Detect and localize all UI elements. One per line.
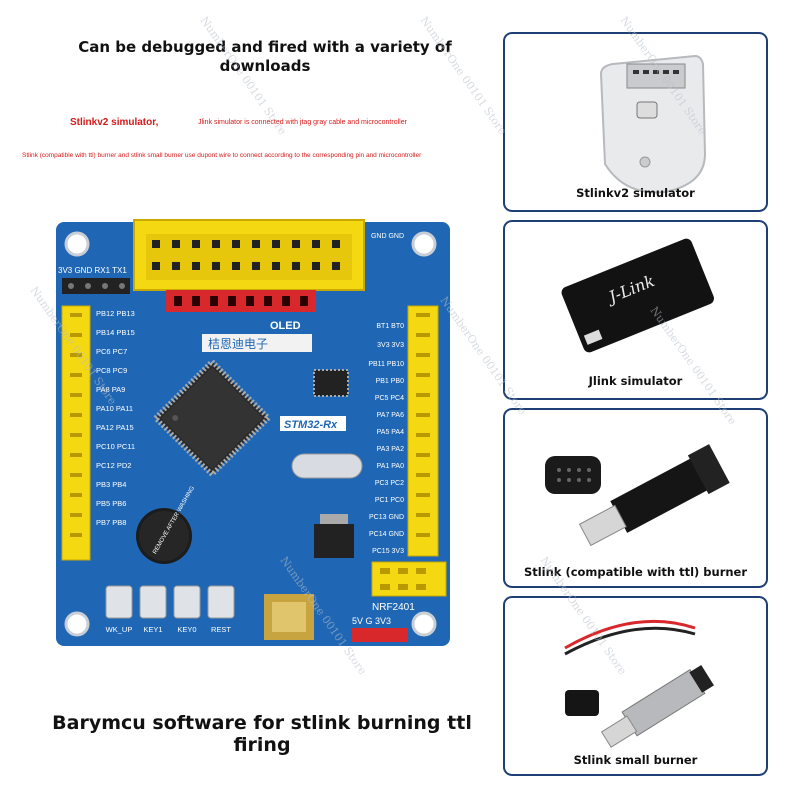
right-pin-label: PC14 GND <box>369 531 404 538</box>
watermark-text: NumberOne 00101 Store <box>28 284 119 407</box>
chinese-label: 桔恩迪电子 <box>208 337 268 351</box>
left-pin-label: PC6 PC7 <box>96 347 127 356</box>
left-pin-label: PB14 PB15 <box>96 328 135 337</box>
chip-label: STM32-Rx <box>284 419 338 431</box>
right-pin-label: PC15 3V3 <box>372 548 404 555</box>
right-pin-label: PC5 PC4 <box>375 395 404 402</box>
right-pin-label: PA1 PA0 <box>377 463 404 470</box>
right-pin-label: BT1 BT0 <box>376 323 404 330</box>
button-label-reset: REST <box>211 625 231 634</box>
watermark-text: NumberOne 00101 Store <box>278 554 369 677</box>
card-stlinkv2: Stlinkv2 simulator <box>503 32 768 212</box>
card-label-stlink-ttl: Stlink (compatible with ttl) burner <box>523 565 748 579</box>
watermark-text: NumberOne 00101 Store <box>418 14 509 137</box>
right-pin-label: 3V3 3V3 <box>377 342 404 349</box>
left-pin-label: PC10 PC11 <box>96 442 135 451</box>
watermark-text: NumberOne 00101 Store <box>198 14 289 137</box>
right-pin-label: PC13 GND <box>369 514 404 521</box>
jlink-image: J-Link <box>561 238 714 353</box>
stlink-small-image <box>564 619 714 748</box>
card-label-stlinkv2: Stlinkv2 simulator <box>576 186 695 200</box>
stlinkv2-image <box>599 54 707 194</box>
button-label-key1: KEY1 <box>143 625 162 634</box>
card-label-jlink: Jlink simulator <box>588 374 683 388</box>
button-label-key0: KEY0 <box>177 625 196 634</box>
card-jlink: J-Link Jlink simulator <box>503 220 768 400</box>
left-pin-label: PA10 PA11 <box>96 404 133 413</box>
stlink-ttl-image <box>545 444 730 547</box>
right-pin-label: PA7 PA6 <box>377 412 404 419</box>
right-pin-label: PB1 PB0 <box>376 378 405 385</box>
left-pin-label: PB12 PB13 <box>96 309 135 318</box>
power-pin-label: 5V G 3V3 <box>352 616 391 626</box>
card-stlink-ttl: Stlink (compatible with ttl) burner <box>503 408 768 588</box>
right-pin-label: PB11 PB10 <box>368 361 404 368</box>
bottom-caption: Barymcu software for stlink burning ttl … <box>52 712 472 756</box>
card-stlink-small: Stlink small burner <box>503 596 768 776</box>
stlinkv2-note: Stlinkv2 simulator, <box>70 117 159 128</box>
left-pin-label: PB3 PB4 <box>96 480 126 489</box>
left-pin-label: PC8 PC9 <box>96 366 127 375</box>
right-pin-label: PC3 PC2 <box>375 480 404 487</box>
left-pin-label: PA8 PA9 <box>96 385 125 394</box>
right-pin-label: PA3 PA2 <box>377 446 404 453</box>
nrf-label: NRF2401 <box>372 602 415 613</box>
headline: Can be debugged and fired with a variety… <box>78 38 452 75</box>
watermark-text: NumberOne 00101 Store <box>648 304 739 427</box>
oled-label: OLED <box>270 320 301 332</box>
jlink-note: Jlink simulator is connected with jtag g… <box>198 119 407 126</box>
left-pin-label: PB7 PB8 <box>96 518 126 527</box>
serial-header-label: 3V3 GND RX1 TX1 <box>58 266 127 275</box>
button-label-wkup: WK_UP <box>106 625 133 634</box>
right-pin-label: PC1 PC0 <box>375 497 404 504</box>
stm32-board-image: OLED 桔恩迪电子 3V3 GND RX1 TX1 PB12 PB13 PB1… <box>52 218 452 648</box>
left-pin-label: PC12 PD2 <box>96 461 131 470</box>
left-pin-label: PB5 PB6 <box>96 499 126 508</box>
stlink-note: Stlink (compatible with ttl) burner and … <box>22 152 422 159</box>
watermark-text: NumberOne 00101 Store <box>538 554 629 677</box>
right-pin-label: GND GND <box>371 233 404 240</box>
card-label-stlink-small: Stlink small burner <box>573 753 698 767</box>
right-pin-label: PA5 PA4 <box>377 429 404 436</box>
left-pin-label: PA12 PA15 <box>96 423 134 432</box>
watermark-text: NumberOne 00101 Store <box>438 294 529 417</box>
watermark-text: NumberOne 00101 Store <box>618 14 709 137</box>
